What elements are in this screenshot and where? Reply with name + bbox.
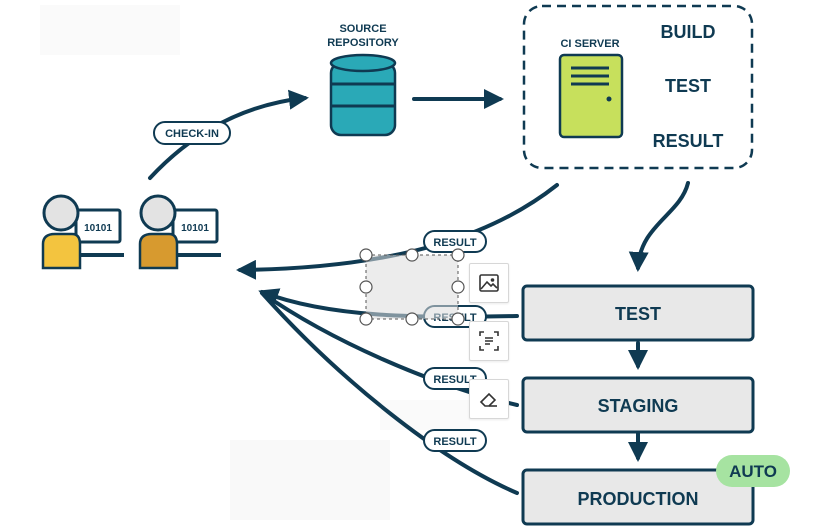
result-label-production: RESULT [423,429,487,452]
stage-test-box: TEST [521,284,755,342]
svg-text:STAGING: STAGING [598,396,679,416]
selection-box[interactable] [359,248,465,326]
source-repository: SOURCE REPOSITORY [327,23,399,137]
resize-handle-right[interactable] [451,280,465,294]
eraser-icon [479,392,497,407]
resize-handle-bottom[interactable] [405,312,419,326]
resize-handle-bottom-left[interactable] [359,312,373,326]
svg-text:TEST: TEST [615,304,661,324]
svg-text:AUTO: AUTO [729,462,777,481]
image-search-button[interactable] [469,263,509,303]
svg-text:10101: 10101 [84,223,112,234]
server-icon [558,53,624,139]
text-recognition-button[interactable] [469,321,509,361]
image-icon [479,274,499,292]
svg-text:PRODUCTION: PRODUCTION [578,489,699,509]
svg-text:TEST: TEST [665,76,711,96]
resize-handle-top-right[interactable] [451,248,465,262]
svg-text:SOURCE: SOURCE [339,23,386,35]
resize-handle-left[interactable] [359,280,373,294]
svg-text:REPOSITORY: REPOSITORY [327,37,399,49]
auto-badge: AUTO [716,455,790,487]
stage-production-box: PRODUCTION [521,468,755,526]
ci-to-test-arrow [628,181,690,272]
check-in-label: CHECK-IN [153,121,231,145]
resize-handle-top[interactable] [405,248,419,262]
result-label-ci: RESULT [423,230,487,253]
eraser-button[interactable] [469,379,509,419]
developer-1: 10101 [41,194,124,270]
svg-text:RESULT: RESULT [433,237,476,249]
background-watermark [40,5,470,520]
svg-text:CHECK-IN: CHECK-IN [165,128,219,140]
stage-staging-box: STAGING [521,376,755,434]
svg-text:RESULT: RESULT [653,131,724,151]
svg-text:CI SERVER: CI SERVER [560,38,619,50]
resize-handle-bottom-right[interactable] [451,312,465,326]
ci-server-box: CI SERVER BUILD TEST RESULT [522,4,754,170]
production-result-arrow [260,291,519,495]
developer-2: 10101 [138,194,221,270]
resize-handle-top-left[interactable] [359,248,373,262]
svg-text:BUILD: BUILD [661,22,716,42]
svg-text:RESULT: RESULT [433,374,476,386]
svg-text:10101: 10101 [181,223,209,234]
svg-text:RESULT: RESULT [433,436,476,448]
text-recognition-icon [479,331,499,351]
database-icon [329,53,397,137]
